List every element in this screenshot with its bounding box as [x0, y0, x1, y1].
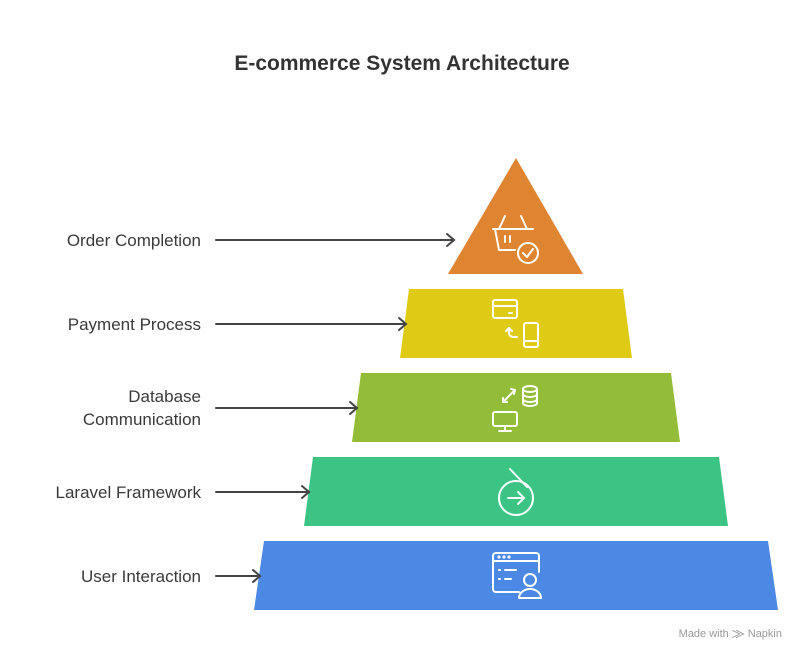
layer-order-completion [448, 158, 583, 274]
browser-user-icon [492, 552, 542, 599]
layer-user-interaction [254, 541, 778, 610]
label-order-completion: Order Completion [66, 231, 201, 250]
napkin-watermark: Made with ⨠ Napkin [678, 628, 782, 640]
layer-laravel-framework [304, 457, 728, 526]
label-payment-process: Payment Process [67, 315, 201, 334]
layer-payment-process [400, 289, 632, 358]
basket-check-icon [492, 215, 539, 264]
database-sync-icon [492, 385, 538, 432]
label-user-interaction: User Interaction [81, 567, 201, 586]
arrow-payment-process [215, 317, 408, 331]
diagram-title: E-commerce System Architecture [234, 52, 570, 75]
label-database-communication: Database Communication [82, 387, 201, 429]
arrow-user-interaction [215, 569, 262, 583]
card-to-phone-icon [492, 299, 539, 348]
arrow-order-completion [215, 233, 456, 247]
circle-arrow-icon [498, 468, 534, 516]
label-laravel-framework: Laravel Framework [55, 483, 202, 502]
arrow-database-communication [215, 401, 359, 415]
arrow-laravel-framework [215, 485, 311, 499]
layer-database-communication [352, 373, 680, 442]
